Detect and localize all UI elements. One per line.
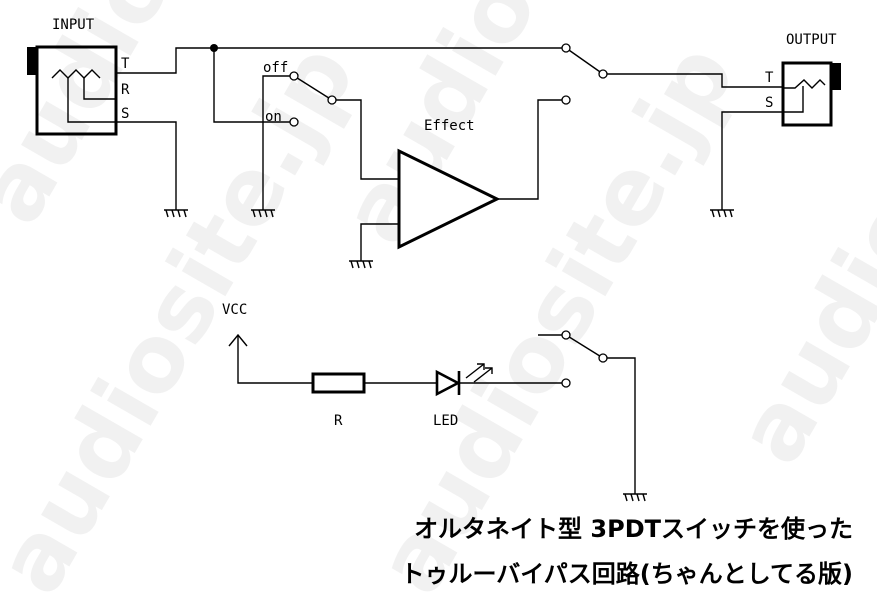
input-jack-tip-contact: [51, 69, 101, 79]
switch-contact-on: [289, 117, 299, 127]
led-light-arrow: [473, 367, 493, 383]
switch-contact-led: [561, 378, 571, 388]
input-jack: INPUT T R S: [27, 17, 130, 136]
switch-contact-effect: [561, 95, 571, 105]
resistor: [311, 372, 366, 394]
vcc-wire: [237, 335, 313, 384]
effect-label: Effect: [424, 118, 475, 134]
switch-lever: [565, 334, 604, 359]
ground-symbol: [251, 209, 275, 218]
input-jack-ring-wire: [83, 78, 116, 100]
switch-contact-open: [561, 330, 571, 340]
led-ground-wire: [607, 357, 636, 494]
resistor-label: R: [334, 413, 343, 429]
off-contact-wire: [262, 75, 294, 210]
led: [435, 363, 493, 397]
ground-symbol: [710, 209, 734, 218]
input-sleeve-wire: [116, 121, 177, 210]
input-s-label: S: [121, 106, 129, 122]
output-tip-wire: [607, 73, 783, 88]
switch-contact-bypass: [561, 43, 571, 53]
bypass-branch-wire: [213, 48, 294, 123]
input-label: INPUT: [52, 17, 95, 33]
ground-symbol: [164, 209, 188, 218]
caption-line-1: オルタネイト型 3PDTスイッチを使った: [414, 515, 853, 543]
output-jack-tip-contact: [783, 79, 826, 89]
switch-lever: [293, 75, 333, 101]
effect-input-wire: [336, 99, 399, 180]
switch-common: [327, 95, 337, 105]
off-label: off: [263, 60, 288, 76]
switch-common: [598, 353, 608, 363]
led-label: LED: [433, 413, 458, 429]
led-triangle: [435, 369, 461, 397]
input-jack-sleeve-wire: [67, 78, 116, 123]
output-jack-body: [781, 61, 833, 127]
output-label: OUTPUT: [786, 32, 837, 48]
caption-line-2: トゥルーバイパス回路(ちゃんとしてる版): [401, 560, 854, 588]
output-jack-sleeve-tab: [831, 63, 841, 90]
ground-symbol: [349, 260, 373, 269]
input-r-label: R: [121, 82, 130, 98]
switch-common: [598, 69, 608, 79]
led-light-arrowhead: [477, 363, 485, 370]
effect-amplifier-triangle: [397, 148, 501, 250]
on-label: on: [265, 109, 282, 125]
output-sleeve-wire: [721, 111, 783, 210]
switch-pole-input-select: off on: [262, 60, 337, 210]
effect-ground-wire: [360, 223, 399, 261]
input-jack-sleeve-tab: [27, 47, 37, 75]
input-jack-body: [35, 45, 118, 136]
switch-pole-led: [538, 330, 608, 388]
led-light-arrow: [465, 363, 485, 379]
input-tip-wire: [116, 47, 563, 74]
output-jack-sleeve-wire: [783, 86, 804, 113]
ground-symbol: [623, 493, 647, 502]
vcc-label: VCC: [222, 302, 247, 318]
output-s-label: S: [765, 95, 773, 111]
effect-output-wire: [497, 99, 564, 200]
switch-contact-off: [289, 71, 299, 81]
output-jack: OUTPUT T S: [765, 32, 841, 127]
input-t-label: T: [121, 56, 130, 72]
output-t-label: T: [765, 70, 774, 86]
switch-pole-output-select: [561, 43, 608, 105]
switch-lever: [565, 47, 604, 75]
led-light-arrowhead: [485, 367, 493, 374]
